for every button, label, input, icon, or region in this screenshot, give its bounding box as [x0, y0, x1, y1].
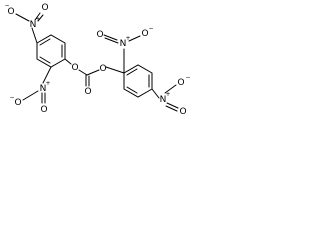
negative-charge: − — [4, 2, 9, 9]
nitro-group: N + O O − — [160, 74, 191, 117]
bond-o-to-ring — [105, 66, 125, 74]
ester-oxygen-label: O — [71, 63, 78, 73]
oxygen-label: O — [7, 7, 14, 17]
nitrogen-label: N — [40, 84, 47, 94]
right-benzene-ring — [123, 64, 153, 98]
oxygen-label: O — [96, 30, 103, 40]
nitro-group: N + O − O — [96, 25, 153, 49]
left-ring-hexagon — [36, 34, 66, 68]
bond-n-to-o-single — [128, 35, 141, 42]
left-ring-double-bond — [39, 38, 51, 46]
ester-oxygen-label: O — [99, 64, 106, 74]
right-ring-double-bond — [126, 86, 138, 94]
negative-charge: − — [185, 74, 190, 81]
oxygen-label: O — [40, 105, 47, 115]
positive-charge: + — [165, 91, 170, 98]
negative-charge: − — [148, 25, 153, 32]
bond-n-to-o-single — [15, 13, 30, 22]
carbonyl-oxygen-label: O — [84, 87, 91, 97]
nitro-group: N + O − O — [9, 80, 50, 115]
bond-n-to-o-double — [104, 37, 119, 44]
oxygen-label: O — [141, 29, 148, 39]
nitrogen-label: N — [120, 39, 127, 49]
bond-n-to-o-double — [103, 34, 118, 41]
left-benzene-ring — [36, 34, 66, 68]
oxygen-label: O — [14, 98, 21, 108]
bond-o-to-c — [78, 69, 88, 76]
bond-n-to-o-double — [34, 12, 41, 21]
nitro-bonds — [15, 12, 179, 112]
left-ring-double-bond — [39, 56, 51, 64]
bond-n-to-o-single — [164, 84, 177, 94]
bond-n-to-o-double — [166, 102, 179, 109]
bond-ring-to-n — [31, 27, 38, 44]
nitro-group: N + O − O — [4, 2, 48, 30]
nitrogen-label: N — [160, 95, 167, 105]
bond-ring-to-o — [64, 58, 72, 65]
bond-ring-to-n — [151, 88, 160, 99]
bond-c-to-o — [86, 69, 100, 76]
right-ring-double-bond — [126, 68, 138, 76]
negative-charge: − — [9, 94, 14, 101]
structure-diagram: O O O N + O − O N + O − O N + O − O N + … — [4, 2, 191, 117]
positive-charge: + — [125, 35, 130, 42]
oxygen-label: O — [179, 107, 186, 117]
bond-ring-to-n — [42, 66, 52, 84]
bond-n-to-o-single — [22, 90, 39, 101]
bond-n-to-o-double — [37, 14, 44, 22]
positive-charge: + — [35, 16, 40, 23]
nitrogen-label: N — [30, 20, 37, 30]
oxygen-label: O — [41, 3, 48, 13]
right-ring-hexagon — [123, 64, 153, 98]
oxygen-label: O — [177, 78, 184, 88]
positive-charge: + — [45, 80, 50, 87]
bond-n-to-o-double — [165, 105, 178, 112]
carbonate-linker — [64, 58, 125, 87]
